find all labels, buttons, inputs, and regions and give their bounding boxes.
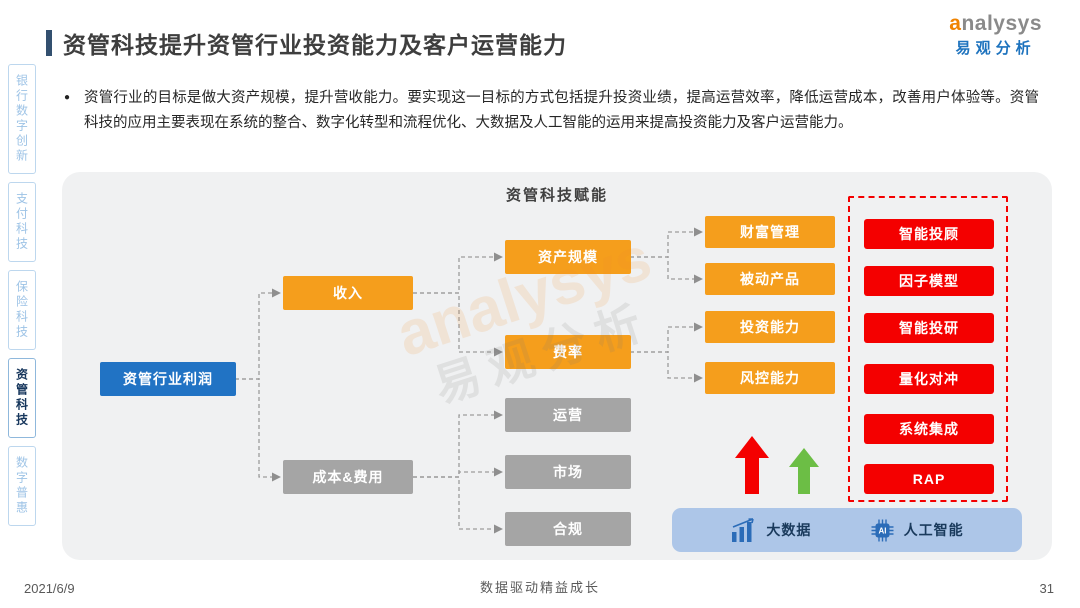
logo-chinese-name: 易观分析 [955,40,1036,57]
node-wealth-management: 财富管理 [705,216,835,248]
sidebar: 银行数字创新 支付科技 保险科技 资管科技 数字普惠 [8,64,36,526]
node-factor-model: 因子模型 [864,266,994,296]
ai-label: 人工智能 [903,522,964,538]
footer-page-number: 31 [1039,581,1054,596]
svg-text:AI: AI [878,526,886,535]
analysys-logo: analysys 易观分析 [949,12,1042,58]
bullet-icon: ● [64,92,71,103]
node-industry-profit: 资管行业利润 [100,362,236,396]
node-risk-control: 风控能力 [705,362,835,394]
node-operations: 运营 [505,398,631,432]
node-quant-hedge: 量化对冲 [864,364,994,394]
sidebar-item-insurance-tech: 保险科技 [8,270,36,350]
node-system-integration: 系统集成 [864,414,994,444]
logo-wordmark: analysys [949,12,1042,35]
node-fee-rate: 费率 [505,335,631,369]
node-invest-ability: 投资能力 [705,311,835,343]
node-rap: RAP [864,464,994,494]
diagram-panel: 资管科技赋能 资管行业利润 [62,172,1052,560]
sidebar-item-label: 资管科技 [14,368,29,428]
sidebar-item-label: 保险科技 [14,280,29,340]
tech-group-dashed-box: 智能投顾 因子模型 智能投研 量化对冲 系统集成 RAP [848,196,1008,502]
node-passive-products: 被动产品 [705,263,835,295]
ai-chip-icon: AI [871,519,894,541]
footer-tagline: 数据驱动精益成长 [479,580,600,595]
title-accent-bar [46,30,52,56]
node-income: 收入 [283,276,413,310]
enabler-bar: 大数据 AI 人工智能 [672,508,1022,552]
page-title: 资管科技提升资管行业投资能力及客户运营能力 [63,32,567,58]
bar-chart-icon [732,517,755,542]
footer-date: 2021/6/9 [24,581,75,596]
sidebar-item-digital-inclusion: 数字普惠 [8,446,36,526]
intro-bullet-row: ● 资管行业的目标是做大资产规模，提升营收能力。要实现这一目标的方式包括提升投资… [64,86,1039,136]
node-asset-scale: 资产规模 [505,240,631,274]
node-smart-advisor: 智能投顾 [864,219,994,249]
diagram-title: 资管科技赋能 [505,187,608,204]
node-cost: 成本&费用 [283,460,413,494]
sidebar-item-label: 支付科技 [14,192,29,252]
enabler-big-data: 大数据 [730,517,812,543]
enabler-ai: AI 人工智能 [870,518,964,543]
big-data-label: 大数据 [766,522,812,538]
red-up-arrow-icon [735,436,769,494]
node-market: 市场 [505,455,631,489]
sidebar-item-asset-mgmt-tech: 资管科技 [8,358,36,438]
node-compliance: 合规 [505,512,631,546]
green-up-arrow-icon [789,448,819,494]
sidebar-item-payment-tech: 支付科技 [8,182,36,262]
sidebar-item-label: 银行数字创新 [14,74,29,164]
sidebar-item-banking-digital-innovation: 银行数字创新 [8,64,36,174]
sidebar-item-label: 数字普惠 [14,456,29,516]
header: 资管科技提升资管行业投资能力及客户运营能力 [46,26,567,60]
node-smart-research: 智能投研 [864,313,994,343]
intro-paragraph: 资管行业的目标是做大资产规模，提升营收能力。要实现这一目标的方式包括提升投资业绩… [84,90,1039,131]
